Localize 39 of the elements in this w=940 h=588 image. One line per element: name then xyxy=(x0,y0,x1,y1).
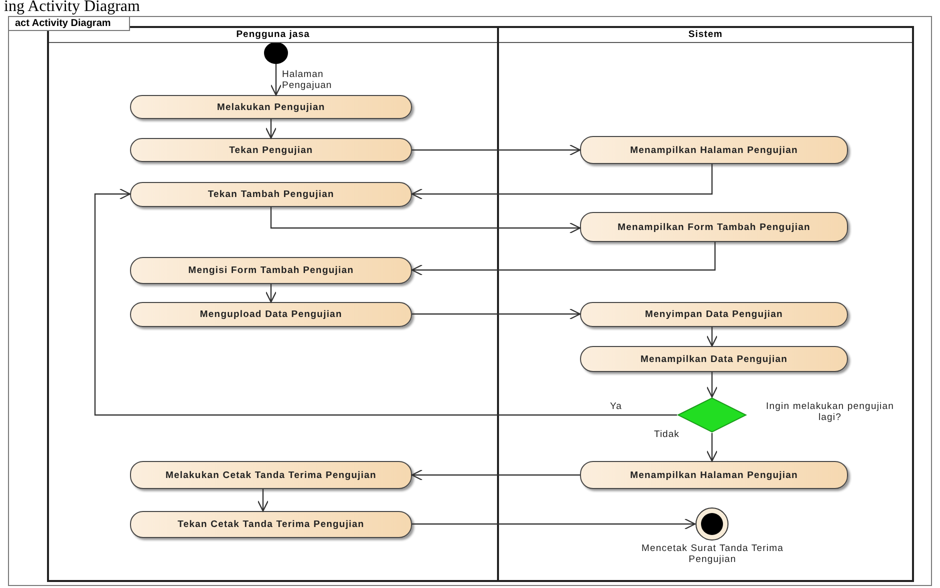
caption-text: ing Activity Diagram xyxy=(4,0,140,16)
action-box: Tekan Tambah Pengujian xyxy=(130,182,412,207)
diagram-frame xyxy=(8,16,932,586)
action-box: Melakukan Cetak Tanda Terima Pengujian xyxy=(130,461,412,489)
action-box: Melakukan Pengujian xyxy=(130,95,412,119)
control-flow-arrow xyxy=(257,489,269,512)
action-box: Mengupload Data Pengujian xyxy=(130,302,412,327)
control-flow-arrow xyxy=(265,119,277,139)
control-flow-arrow xyxy=(412,518,696,530)
edge-label: Tidak xyxy=(654,429,680,440)
annotation-text: Ingin melakukan pengujian lagi? xyxy=(764,401,896,423)
action-box: Mengisi Form Tambah Pengujian xyxy=(130,257,412,284)
action-box: Menampilkan Halaman Pengujian xyxy=(580,461,848,489)
decision-diamond xyxy=(677,397,747,433)
control-flow-arrow xyxy=(411,164,713,200)
action-box: Tekan Cetak Tanda Terima Pengujian xyxy=(130,511,412,538)
final-node xyxy=(695,507,729,541)
annotation-text: Mencetak Surat Tanda Terima Pengujian xyxy=(640,543,785,565)
control-flow-arrow xyxy=(270,64,282,96)
control-flow-arrow xyxy=(94,188,677,416)
control-flow-arrow xyxy=(411,242,716,276)
control-flow-arrow xyxy=(706,327,718,347)
action-box: Menampilkan Form Tambah Pengujian xyxy=(580,212,848,242)
action-box: Menyimpan Data Pengujian xyxy=(580,302,848,327)
action-box: Menampilkan Data Pengujian xyxy=(580,346,848,372)
lane-title: Sistem xyxy=(499,28,912,43)
action-box: Menampilkan Halaman Pengujian xyxy=(580,136,848,164)
control-flow-arrow xyxy=(706,433,718,462)
control-flow-arrow xyxy=(412,144,581,156)
control-flow-arrow xyxy=(412,308,581,320)
control-flow-arrow xyxy=(706,372,718,398)
swimlane xyxy=(497,26,914,582)
control-flow-arrow xyxy=(411,469,580,481)
frame-label: act Activity Diagram xyxy=(9,17,130,31)
initial-node xyxy=(264,42,288,64)
control-flow-arrow xyxy=(270,207,581,234)
action-box: Tekan Pengujian xyxy=(130,138,412,162)
edge-label: Ya xyxy=(610,401,622,412)
control-flow-arrow xyxy=(265,284,277,303)
